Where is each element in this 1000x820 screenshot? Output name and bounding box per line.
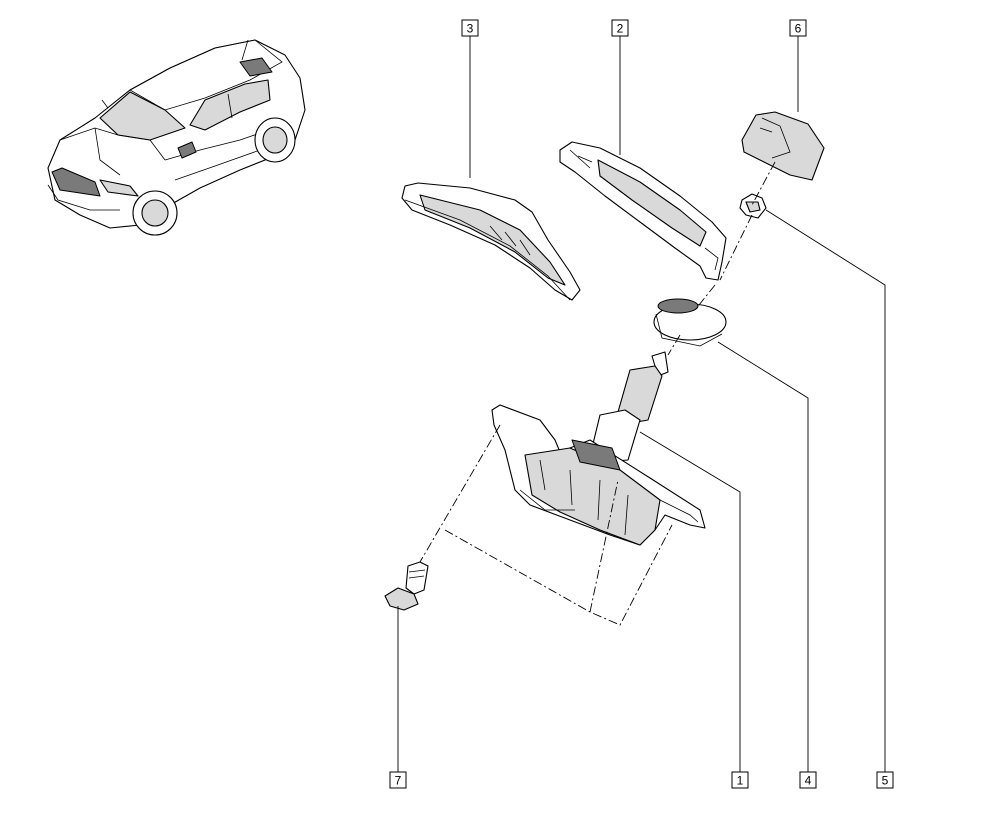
part-6-cap <box>741 111 825 181</box>
callout-5-label: 5 <box>882 774 889 788</box>
callout-2-label: 2 <box>617 22 624 36</box>
vehicle-locator-illustration <box>47 39 306 236</box>
callout-6-label: 6 <box>795 22 802 36</box>
callout-5: 5 <box>876 771 894 789</box>
callout-1: 1 <box>731 771 749 789</box>
part-3-wiper-blade <box>401 182 581 301</box>
part-2-wiper-arm <box>559 141 727 281</box>
callout-4-label: 4 <box>805 774 812 788</box>
part-5-nut <box>739 193 767 219</box>
part-4-grommet <box>653 298 727 347</box>
callout-4: 4 <box>799 771 817 789</box>
part-1-wiper-motor <box>491 351 706 546</box>
callout-3: 3 <box>461 19 479 37</box>
callout-2: 2 <box>611 19 629 37</box>
part-7-bolt <box>384 561 429 611</box>
alignment-lines <box>419 161 776 626</box>
callout-7-label: 7 <box>395 774 402 788</box>
callout-1-label: 1 <box>737 774 744 788</box>
leader-lines <box>397 36 886 772</box>
callout-7: 7 <box>389 771 407 789</box>
callout-6: 6 <box>789 19 807 37</box>
callout-3-label: 3 <box>467 22 474 36</box>
